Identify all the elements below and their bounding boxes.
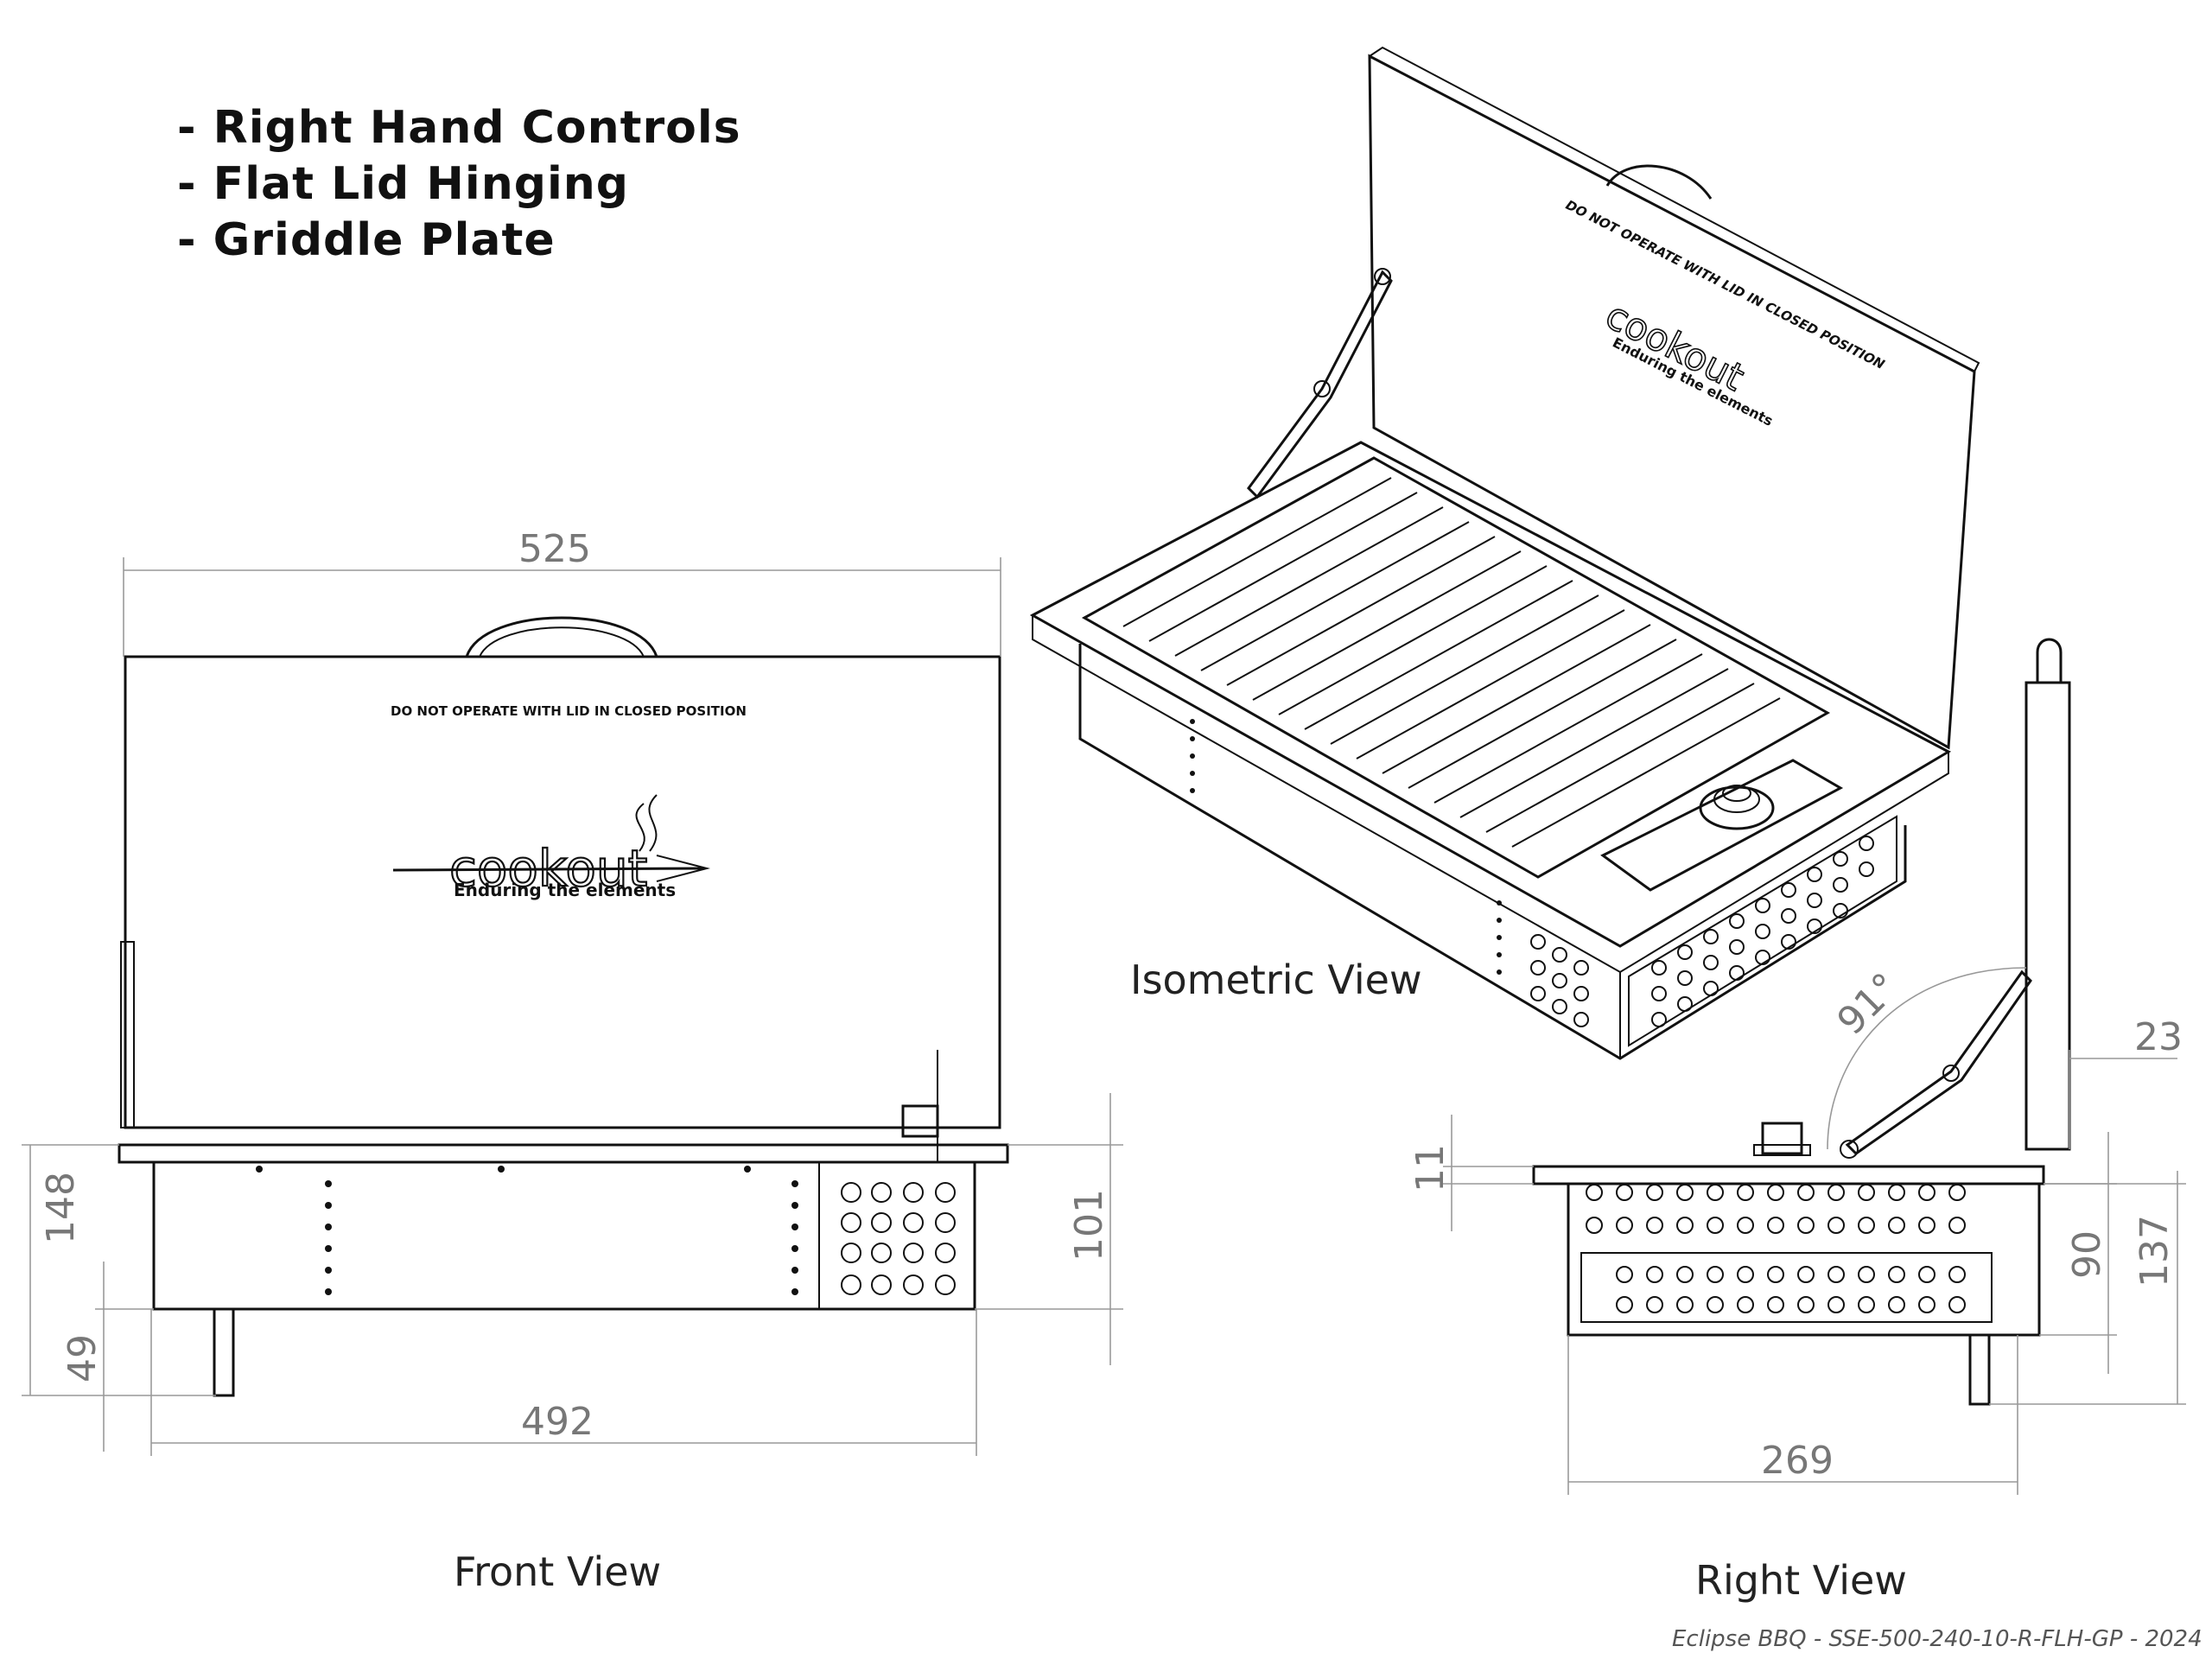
right-lid-handle-icon <box>2036 638 2063 683</box>
svg-text:11: 11 <box>1408 1144 1452 1192</box>
right-leg <box>1968 1333 1991 1406</box>
front-view: DO NOT OPERATE WITH LID IN CLOSED POSITI… <box>22 527 1123 1595</box>
iso-vent-holes <box>1530 836 1874 1027</box>
front-body <box>152 1160 976 1311</box>
dim-overall-width: 525 <box>123 527 1001 657</box>
iso-lid-handle-icon <box>1605 164 1713 200</box>
svg-text:137: 137 <box>2133 1215 2177 1287</box>
feature-flat-lid-hinging: - Flat Lid Hinging <box>177 158 629 210</box>
dim-leg-height: 49 <box>60 1262 154 1452</box>
dim-total-height-right: 137 <box>1989 1171 2186 1405</box>
front-leg <box>213 1307 235 1397</box>
right-vent-holes <box>1586 1184 1966 1313</box>
svg-text:525: 525 <box>518 527 591 571</box>
svg-text:90: 90 <box>2065 1230 2109 1279</box>
right-body <box>1567 1182 2041 1337</box>
control-knob-icon <box>901 1104 939 1138</box>
dim-base-width: 492 <box>150 1309 977 1456</box>
isometric-view: DO NOT OPERATE WITH LID IN CLOSED POSITI… <box>1029 46 1980 1060</box>
front-vent-dots <box>256 1166 798 1295</box>
dim-lid-angle: 91° <box>1829 965 1908 1044</box>
drawing-footer: Eclipse BBQ - SSE-500-240-10-R-FLH-GP - … <box>1672 1626 2202 1652</box>
front-lid <box>124 655 1001 1129</box>
right-lid <box>2024 681 2071 1151</box>
lid-handle-icon <box>465 616 658 658</box>
svg-text:492: 492 <box>521 1400 594 1444</box>
svg-text:23: 23 <box>2134 1015 2183 1059</box>
front-view-label: Front View <box>454 1548 661 1595</box>
cookout-logo-icon <box>392 794 710 882</box>
front-lid-warning: DO NOT OPERATE WITH LID IN CLOSED POSITI… <box>391 703 747 719</box>
dim-rim-thickness: 11 <box>1408 1115 1534 1231</box>
iso-griddle-ribs <box>1122 477 1781 848</box>
front-logo-text: cookout <box>449 839 647 898</box>
feature-griddle-plate: - Griddle Plate <box>177 214 556 266</box>
iso-top-surface <box>1029 441 1952 948</box>
iso-vent-dots <box>1190 719 1502 975</box>
svg-text:49: 49 <box>60 1334 105 1382</box>
iso-control-panel <box>1600 759 1844 892</box>
iso-lid <box>1368 54 1976 750</box>
dim-total-height: 148 <box>22 1144 216 1396</box>
svg-text:269: 269 <box>1761 1439 1834 1483</box>
svg-text:101: 101 <box>1067 1189 1111 1262</box>
front-vent-holes <box>841 1182 956 1295</box>
isometric-view-label: Isometric View <box>1130 957 1422 1003</box>
right-view-label: Right View <box>1695 1557 1907 1604</box>
front-logo-tagline: Enduring the elements <box>454 880 676 900</box>
iso-griddle-plate <box>1081 456 1831 879</box>
feature-right-hand-controls: - Right Hand Controls <box>177 102 741 154</box>
iso-control-knob-icon <box>1699 785 1775 830</box>
dim-body-height: 101 <box>975 1093 1123 1365</box>
svg-text:148: 148 <box>39 1172 83 1244</box>
front-top-rim <box>118 1143 1009 1164</box>
right-top-rim <box>1532 1165 2045 1185</box>
right-control-knob-icon <box>1761 1122 1803 1155</box>
dim-depth: 269 <box>1567 1335 2018 1495</box>
dim-lid-offset: 23 <box>2069 1015 2183 1149</box>
right-view: 91° 23 11 <box>1408 638 2186 1604</box>
feature-list: - Right Hand Controls - Flat Lid Hinging… <box>177 102 741 266</box>
dim-body-height-right: 90 <box>2039 1132 2117 1374</box>
